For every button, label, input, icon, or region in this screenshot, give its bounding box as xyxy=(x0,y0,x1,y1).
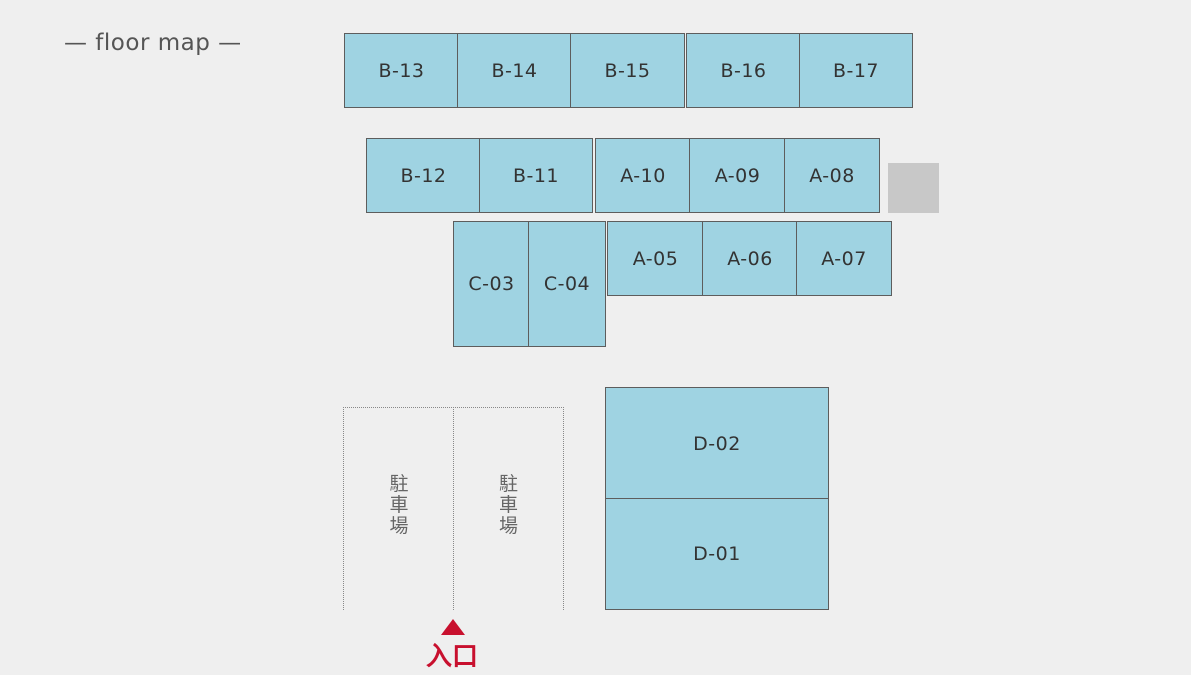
unit-b-11[interactable]: B-11 xyxy=(479,138,593,213)
unit-a-08[interactable]: A-08 xyxy=(784,138,880,213)
map-title: — floor map — xyxy=(64,30,242,56)
entrance-label: 入口 xyxy=(425,642,478,672)
entrance-arrow-icon xyxy=(441,619,465,635)
parking-label: 駐車場 xyxy=(498,473,518,537)
unit-a-09[interactable]: A-09 xyxy=(689,138,786,213)
unit-b-13[interactable]: B-13 xyxy=(344,33,459,108)
parking-label: 駐車場 xyxy=(389,473,409,537)
unit-b-17[interactable]: B-17 xyxy=(799,33,913,108)
unit-c-03[interactable]: C-03 xyxy=(453,221,530,347)
unit-a-07[interactable]: A-07 xyxy=(796,221,892,296)
unit-d-01[interactable]: D-01 xyxy=(605,498,829,610)
gray-block xyxy=(888,163,939,213)
unit-a-10[interactable]: A-10 xyxy=(595,138,691,213)
unit-b-16[interactable]: B-16 xyxy=(686,33,801,108)
unit-b-12[interactable]: B-12 xyxy=(366,138,481,213)
unit-c-04[interactable]: C-04 xyxy=(528,221,606,347)
unit-b-14[interactable]: B-14 xyxy=(457,33,572,108)
unit-b-15[interactable]: B-15 xyxy=(570,33,685,108)
unit-d-02[interactable]: D-02 xyxy=(605,387,829,500)
unit-a-05[interactable]: A-05 xyxy=(607,221,704,296)
parking-area-right: 駐車場 xyxy=(453,407,564,610)
parking-area-left: 駐車場 xyxy=(343,407,454,610)
unit-a-06[interactable]: A-06 xyxy=(702,221,798,296)
